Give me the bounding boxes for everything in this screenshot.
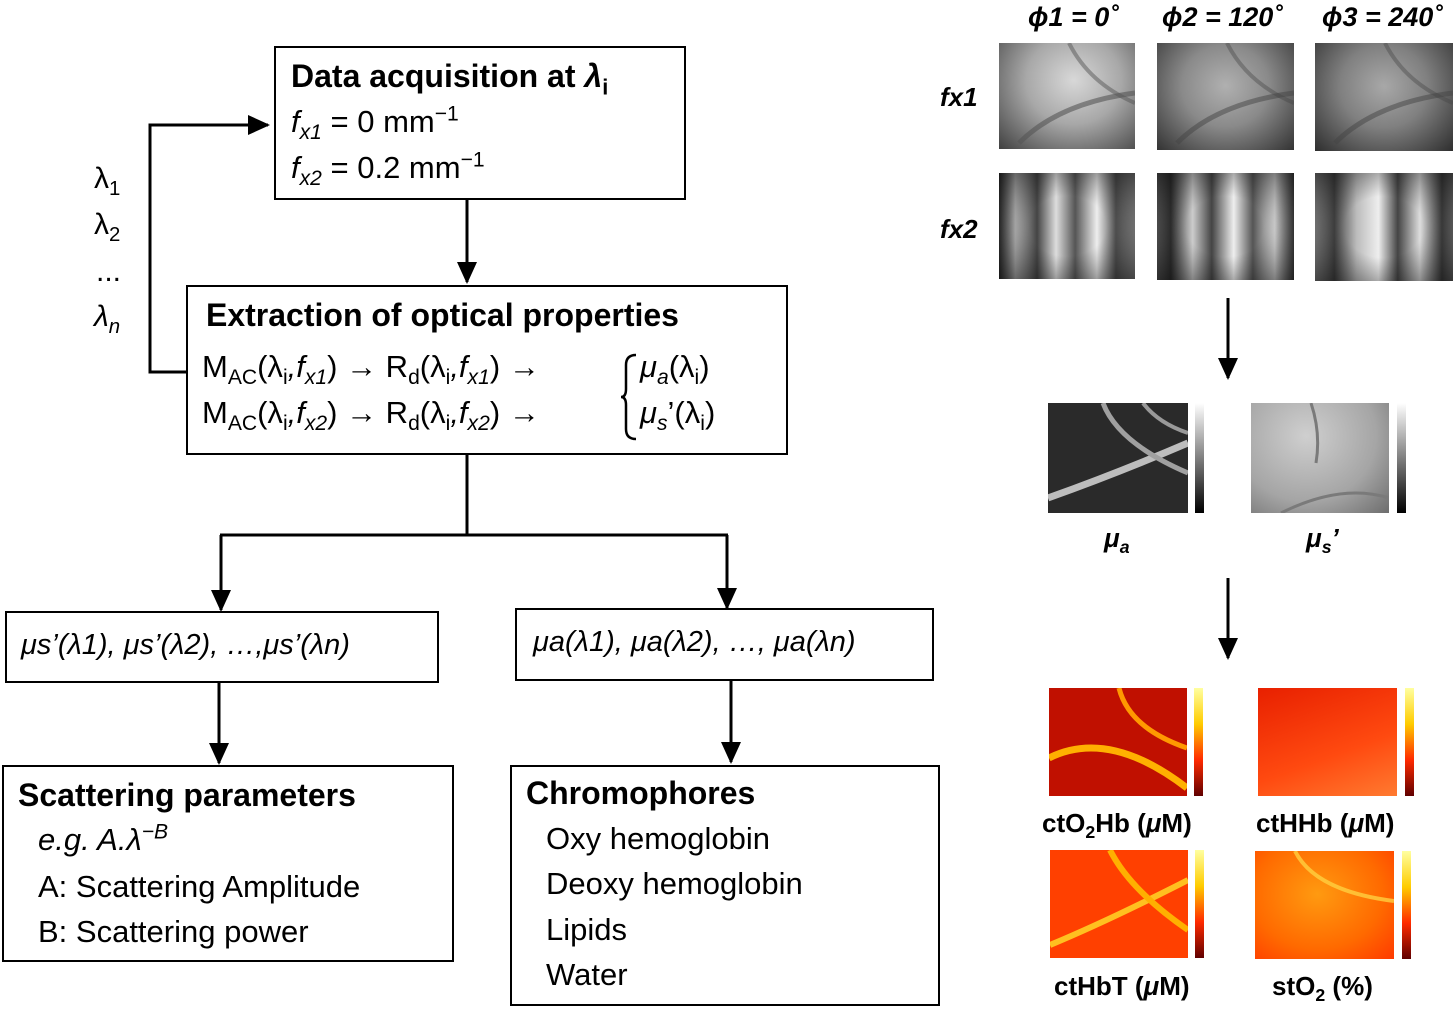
scattering-list: μs’(λ1), μs’(λ2), …,μs’(λn) [21, 629, 350, 661]
chromophore-oxy: Oxy hemoglobin [546, 821, 771, 856]
lambda-1: λ1 [94, 162, 121, 200]
scattering-box: Scattering parameters e.g. A.λ−B A: Scat… [2, 765, 454, 962]
ct-hhb-colorbar [1405, 688, 1414, 796]
st-o2-label: stO2 (%) [1272, 971, 1373, 1006]
fx2-phase2-image [1157, 173, 1294, 280]
mu-s-output: μs’(λi) [640, 395, 716, 436]
ct-hbt-label: ctHbT (μM) [1054, 971, 1190, 1001]
loop-arrow [148, 115, 270, 374]
scattering-title: Scattering parameters [18, 777, 356, 813]
ct-hbt-colorbar [1195, 850, 1204, 958]
acquisition-title: Data acquisition at λi [291, 58, 609, 100]
extraction-row-1: MAC(λi,fx1) → Rd(λi,fx1) → [202, 349, 540, 390]
chromophores-title: Chromophores [526, 775, 756, 811]
phase-3-label: ϕ3 = 240˚ [1322, 2, 1443, 32]
st-o2-map [1255, 851, 1394, 959]
absorption-list-box: μa(λ1), μa(λ2), …, μa(λn) [515, 608, 934, 681]
ct-o2hb-map [1049, 688, 1187, 796]
st-o2-colorbar [1402, 851, 1411, 959]
lambda-n: λn [94, 300, 121, 338]
ct-hbt-map [1050, 850, 1188, 958]
mu-s-colorbar [1397, 403, 1406, 513]
lambda-2: λ2 [94, 208, 121, 246]
row-fx1-label: fx1 [940, 82, 978, 112]
chromophore-deoxy: Deoxy hemoglobin [546, 866, 803, 901]
scattering-list-box: μs’(λ1), μs’(λ2), …,μs’(λn) [5, 611, 439, 683]
extraction-title: Extraction of optical properties [206, 297, 679, 333]
mu-a-label: μa [1104, 523, 1130, 558]
fx1-phase1-image [999, 43, 1135, 149]
phase-1-label: ϕ1 = 0˚ [1028, 2, 1119, 32]
scattering-amplitude: A: Scattering Amplitude [38, 869, 361, 904]
row-fx2-label: fx2 [940, 214, 978, 244]
scattering-power: B: Scattering power [38, 914, 309, 949]
mu-s-map [1251, 403, 1389, 513]
lambda-ellipsis: ... [96, 255, 122, 288]
fx1-phase3-image [1315, 43, 1453, 151]
mu-a-colorbar [1195, 403, 1204, 513]
mu-s-label: μs’ [1306, 523, 1339, 558]
chromophores-box: Chromophores Oxy hemoglobin Deoxy hemogl… [510, 765, 940, 1006]
acquisition-box: Data acquisition at λi fx1 = 0 mm−1 fx2 … [274, 46, 686, 200]
absorption-list: μa(λ1), μa(λ2), …, μa(λn) [533, 626, 856, 658]
fx1-phase2-image [1157, 43, 1294, 150]
ct-hhb-map [1258, 688, 1397, 796]
extraction-box: Extraction of optical properties MAC(λi,… [186, 285, 788, 455]
mu-a-map [1048, 403, 1188, 513]
chromophore-water: Water [546, 957, 628, 992]
frequency-1: fx1 = 0 mm−1 [291, 102, 459, 145]
ct-o2hb-label: ctO2Hb (μM) [1042, 808, 1192, 843]
fx2-phase3-image [1315, 173, 1453, 281]
mu-a-output: μa(λi) [640, 349, 710, 390]
scattering-example: e.g. A.λ−B [38, 820, 169, 857]
ct-o2hb-colorbar [1194, 688, 1203, 796]
chromophore-lipids: Lipids [546, 912, 627, 947]
phase-2-label: ϕ2 = 120˚ [1162, 2, 1283, 32]
curly-brace [620, 353, 637, 441]
ct-hhb-label: ctHHb (μM) [1256, 808, 1395, 838]
extraction-row-2: MAC(λi,fx2) → Rd(λi,fx2) → [202, 395, 540, 436]
frequency-2: fx2 = 0.2 mm−1 [291, 148, 485, 191]
fx2-phase1-image [999, 173, 1135, 279]
